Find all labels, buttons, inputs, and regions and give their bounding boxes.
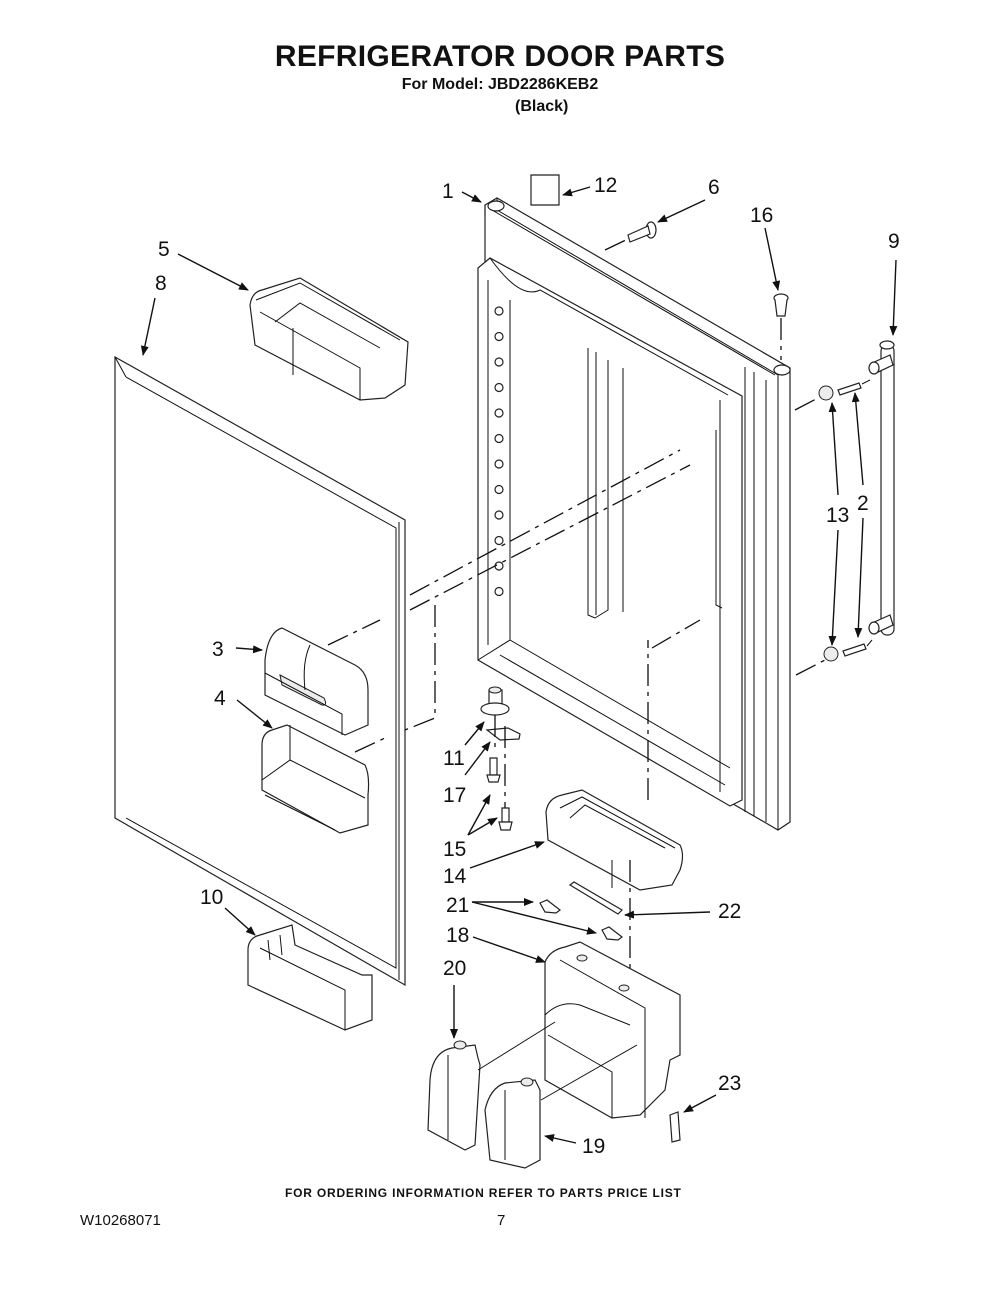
callout-5: 5: [158, 238, 170, 261]
callout-10: 10: [200, 886, 223, 909]
door-inner-liner: [477, 257, 743, 807]
hinge-bushing-part: [773, 293, 789, 360]
assembly-lines: [404, 449, 701, 731]
shelf-stop: [494, 484, 504, 495]
callout-2: 2: [857, 492, 869, 515]
document-id: W10268071: [80, 1212, 161, 1229]
callout-12: 12: [594, 174, 617, 197]
shelf-stops: [494, 306, 504, 597]
callout-22: 22: [718, 900, 741, 923]
shelf-stop: [494, 535, 504, 546]
handle-fasteners: [794, 379, 873, 676]
left-bin-cover-part: [427, 1021, 556, 1151]
model-variant: (Black): [515, 98, 569, 115]
hinge-hardware: [480, 686, 521, 831]
hinge-hole: [487, 200, 505, 212]
shelf-stop: [494, 408, 504, 418]
shelf-stop: [494, 459, 504, 469]
link-hardware: [539, 881, 623, 941]
shelf-stop: [494, 382, 504, 393]
model-number: For Model: JBD2286KEB2: [401, 76, 599, 93]
lower-door-bin-part: [247, 924, 373, 1031]
label-part: [530, 174, 560, 206]
callout-labels: 1 12 6 16 9 5 8 13 2 3 4 11 17 15 14 21 …: [155, 174, 900, 1158]
dairy-bin-part: [261, 724, 386, 834]
hinge-pin-part: [604, 221, 657, 251]
leader-arrows: [140, 186, 898, 1144]
clip-part: [669, 1111, 681, 1143]
callout-23: 23: [718, 1072, 741, 1095]
shelf-stop: [494, 306, 504, 316]
shelf-stop: [494, 586, 504, 597]
shelf-stop: [494, 331, 504, 342]
callout-11: 11: [443, 747, 465, 770]
callout-1: 1: [442, 180, 454, 203]
callout-13: 13: [826, 504, 849, 527]
callout-17: 17: [443, 784, 466, 807]
dispenser-bin-housing-part: [544, 941, 681, 1119]
dairy-door-part: [264, 619, 381, 736]
shelf-stop: [494, 433, 504, 444]
page-title: REFRIGERATOR DOOR PARTS: [274, 40, 726, 73]
callout-18: 18: [446, 924, 469, 947]
door-handle-part: [868, 340, 895, 636]
callout-14: 14: [443, 865, 467, 888]
shelf-stop: [494, 357, 504, 367]
callout-3: 3: [212, 638, 224, 661]
callout-9: 9: [888, 230, 900, 253]
callout-21: 21: [446, 894, 469, 917]
callout-20: 20: [443, 957, 466, 980]
ordering-note: FOR ORDERING INFORMATION REFER TO PARTS …: [285, 1186, 682, 1200]
callout-16: 16: [750, 204, 773, 227]
callout-15: 15: [443, 838, 466, 861]
callout-6: 6: [708, 176, 720, 199]
upper-door-bin-part: [249, 277, 409, 401]
hinge-hole: [773, 364, 791, 376]
page-number: 7: [497, 1212, 506, 1229]
callout-19: 19: [582, 1135, 605, 1158]
callout-8: 8: [155, 272, 167, 295]
right-bin-cover-part: [484, 1044, 638, 1169]
shelf-stop: [494, 510, 504, 520]
callout-4: 4: [214, 687, 226, 710]
